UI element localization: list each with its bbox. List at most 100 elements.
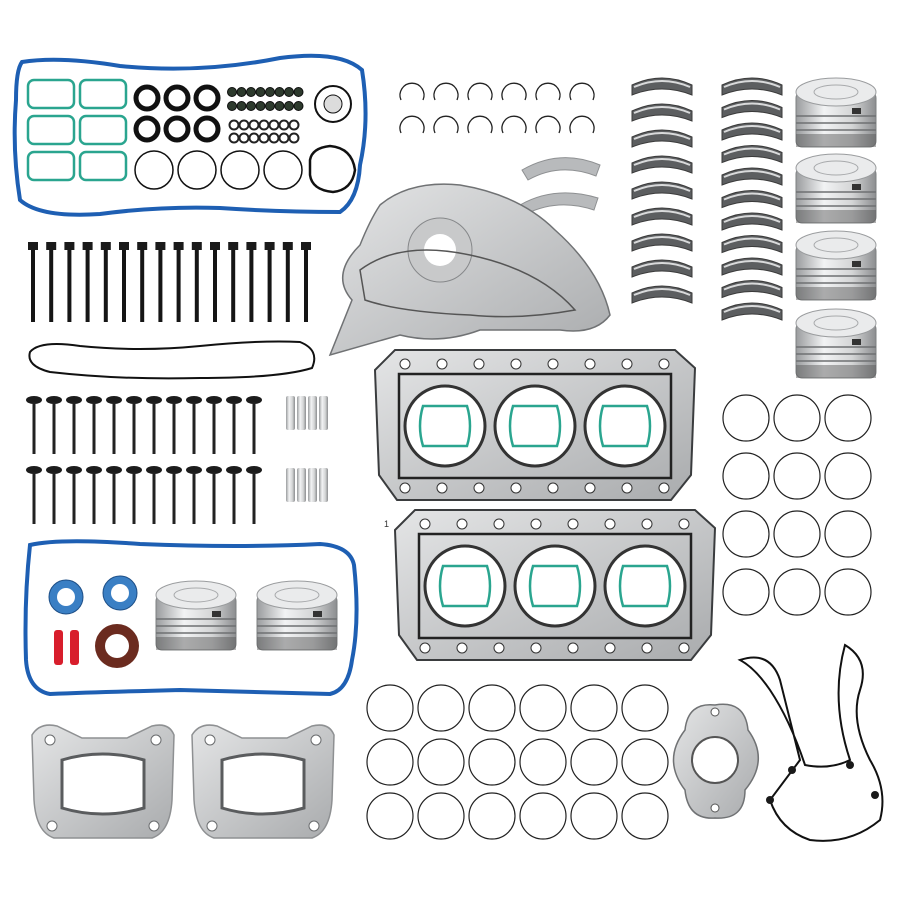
stem-seal-8 — [227, 101, 237, 111]
bolt-shank-0 — [31, 250, 35, 322]
exhaust-port-1 — [220, 752, 306, 816]
snap-ring-10 — [535, 115, 561, 134]
stem-seal-14 — [284, 101, 294, 111]
valve-head-1-2 — [66, 466, 82, 474]
stem-seal-10 — [246, 101, 256, 111]
snap-ring-1 — [433, 82, 459, 101]
valve-head-0-11 — [246, 396, 262, 404]
piston-mark-3 — [852, 184, 861, 190]
ring-bottom-11 — [621, 738, 669, 786]
piston-skirt-3 — [796, 210, 876, 223]
piston-crown-2 — [795, 77, 877, 107]
piston-dish-4 — [813, 237, 859, 253]
bolt-hole-bottom-1-0 — [419, 642, 431, 654]
valve-stem-0-3 — [92, 402, 96, 454]
valve-stem-0-1 — [52, 402, 56, 454]
lifter-1-0 — [286, 468, 295, 502]
thrust-washers — [519, 157, 601, 215]
bolt-shank-6 — [140, 250, 145, 322]
bolt-hole-top-1-0 — [419, 518, 431, 530]
piston-rings-right — [722, 394, 872, 616]
bolt-hole-top-1-4 — [567, 518, 579, 530]
piston-crown-0 — [155, 580, 237, 610]
black-o-ring-4 — [163, 115, 191, 143]
valve-head-1-1 — [46, 466, 62, 474]
bolt-shank-2 — [67, 250, 72, 322]
bearing-highlight-1-0 — [723, 80, 781, 88]
round-seal-center — [323, 94, 343, 114]
valve-stem-0-5 — [132, 402, 136, 454]
bore-seal-1-0 — [438, 564, 492, 608]
bolt-hole-bottom-1-6 — [641, 642, 653, 654]
water-pump-gasket — [328, 183, 611, 357]
small-gasket-outline — [23, 539, 359, 697]
water-pump-plate — [328, 183, 611, 357]
ring-right-2 — [824, 394, 872, 442]
blue-seal-hole-1 — [111, 584, 129, 602]
crank-and-rod-bearings — [631, 77, 783, 321]
bolt-hole-bottom-1-7 — [678, 642, 690, 654]
valve-stem-1-5 — [132, 472, 136, 524]
thin-gasket — [28, 340, 316, 380]
bore-0-1 — [493, 384, 577, 468]
dowel-0 — [54, 630, 63, 665]
ring-right-7 — [773, 510, 821, 558]
front-crank-seals — [48, 575, 139, 668]
bearing-highlight-1-8 — [723, 260, 781, 268]
stem-washer-28 — [278, 132, 290, 144]
valve-head-1-11 — [246, 466, 262, 474]
bolt-shank-12 — [249, 250, 254, 322]
piston-skirt-2 — [796, 134, 876, 147]
bore-1-1 — [513, 544, 597, 628]
bolt-hole-bottom-0-5 — [584, 482, 596, 494]
teal-seal-5 — [78, 150, 128, 182]
valve-head-1-6 — [146, 466, 162, 474]
bearing-highlight-1-4 — [723, 170, 781, 178]
bolt-shank-13 — [267, 250, 272, 322]
ring-bottom-13 — [417, 792, 465, 840]
snap-ring-7 — [433, 115, 459, 134]
black-o-ring-2 — [193, 84, 221, 112]
valve-head-1-0 — [26, 466, 42, 474]
bolt-head-8 — [173, 242, 184, 250]
bearing-highlight-1-6 — [723, 215, 781, 223]
stem-seal-13 — [274, 101, 285, 111]
stem-washer-22 — [288, 119, 300, 131]
snap-ring-6 — [399, 115, 425, 134]
piston-mark-0 — [212, 611, 221, 617]
piston-crown-1 — [256, 580, 338, 610]
snap-ring-0 — [399, 82, 425, 101]
bolt-hole-top-1-5 — [604, 518, 616, 530]
valve-head-0-5 — [126, 396, 142, 404]
valve-head-1-10 — [226, 466, 242, 474]
stem-seal-1 — [236, 87, 247, 97]
gasket-outline — [12, 53, 368, 217]
stem-seal-3 — [255, 87, 266, 97]
pistons — [155, 77, 877, 651]
bolt-hole-top-1-1 — [456, 518, 468, 530]
stem-seal-15 — [293, 101, 304, 111]
bore-1-2 — [603, 544, 687, 628]
teal-seal-1 — [78, 78, 128, 110]
stem-seal-4 — [265, 87, 275, 97]
bolt-hole-top-1-3 — [530, 518, 542, 530]
bolt-head-13 — [264, 242, 275, 250]
oil-pan-tab-3 — [766, 796, 774, 804]
rear-oil-seal-hole — [105, 634, 129, 658]
ring-right-4 — [773, 452, 821, 500]
valve-head-0-6 — [146, 396, 162, 404]
stem-washer-17 — [238, 119, 250, 131]
bolt-shank-15 — [304, 250, 308, 322]
ring-right-9 — [722, 568, 770, 616]
bolt-head-7 — [155, 242, 166, 250]
teal-seal-2 — [26, 114, 76, 146]
teal-seal-0 — [26, 78, 76, 110]
bolt-hole-top-1-6 — [641, 518, 653, 530]
bolt-head-9 — [191, 242, 202, 250]
ring-right-0 — [722, 394, 770, 442]
bearing-highlight-1-9 — [723, 282, 781, 291]
bolt-head-10 — [210, 242, 220, 250]
bearing-highlight-0-2 — [633, 132, 691, 140]
ring-bottom-12 — [366, 792, 414, 840]
valve-head-1-7 — [166, 466, 182, 474]
